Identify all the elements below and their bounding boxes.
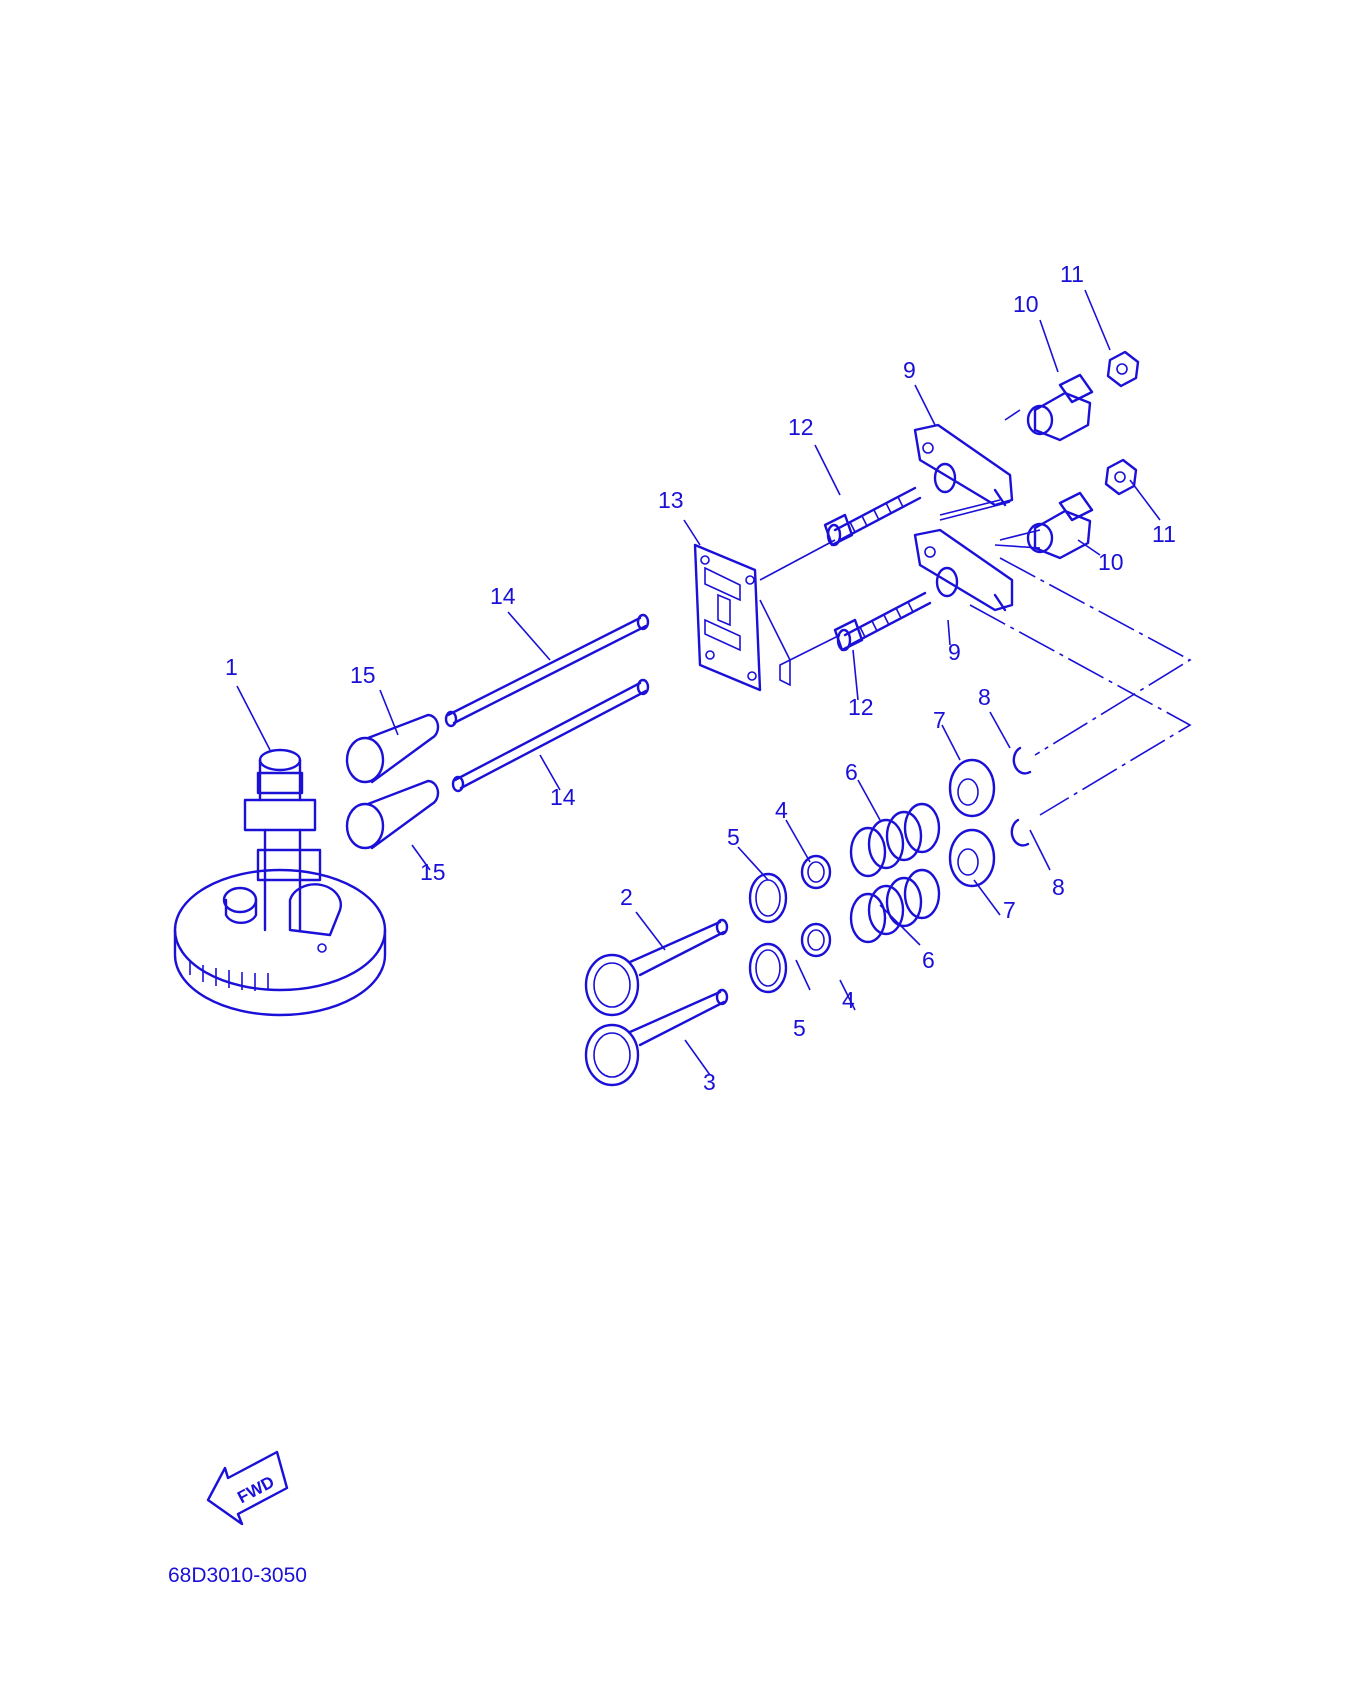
- callout-4-lower: 4: [842, 987, 855, 1013]
- callout-2: 2: [620, 884, 633, 910]
- callout-12-lower: 12: [848, 694, 874, 720]
- callout-5-upper: 5: [727, 824, 740, 850]
- pivots-and-nuts: [1026, 350, 1140, 560]
- callout-7-upper: 7: [933, 707, 946, 733]
- forward-arrow-icon: FWD: [206, 1450, 289, 1526]
- callout-15-lower: 15: [420, 859, 446, 885]
- callout-11-lower: 11: [1152, 521, 1176, 547]
- callout-13: 13: [658, 487, 684, 513]
- callout-15-upper: 15: [350, 662, 376, 688]
- pushrods: [444, 613, 650, 793]
- callout-10-upper: 10: [1013, 291, 1039, 317]
- callout-1: 1: [225, 654, 238, 680]
- callout-9-lower: 9: [948, 639, 961, 665]
- valve-springs: [849, 802, 941, 944]
- seals-and-washers: [748, 854, 832, 994]
- retainers-and-collets: [948, 746, 1032, 888]
- valves: [584, 918, 729, 1087]
- callout-6-upper: 6: [845, 759, 858, 785]
- callout-8-lower: 8: [1052, 874, 1065, 900]
- diagram-code: 68D3010-3050: [168, 1564, 307, 1587]
- callout-11-upper: 11: [1060, 261, 1084, 287]
- guide-plate: [693, 543, 762, 692]
- rocker-studs: [823, 486, 932, 652]
- leader-lines: [236, 289, 1161, 1076]
- callout-14-lower: 14: [550, 784, 576, 810]
- tappets: [345, 713, 440, 850]
- rocker-arms: [913, 423, 1014, 612]
- callout-10-lower: 10: [1098, 549, 1124, 575]
- callout-4-upper: 4: [775, 797, 788, 823]
- camshaft-gear: [173, 748, 387, 1017]
- callout-12-upper: 12: [788, 414, 814, 440]
- callout-labels: 1 2 3 4 4 5 5 6 6 7 7 8 8 9 9 10 10 11 1…: [225, 261, 1176, 1095]
- forward-label: FWD: [234, 1472, 277, 1507]
- callout-9-upper: 9: [903, 357, 916, 383]
- callout-3: 3: [703, 1069, 716, 1095]
- callout-5-lower: 5: [793, 1015, 806, 1041]
- assembly-lines: [759, 409, 1192, 816]
- callout-6-lower: 6: [922, 947, 935, 973]
- callout-7-lower: 7: [1003, 897, 1016, 923]
- callout-14-upper: 14: [490, 583, 516, 609]
- callout-8-upper: 8: [978, 684, 991, 710]
